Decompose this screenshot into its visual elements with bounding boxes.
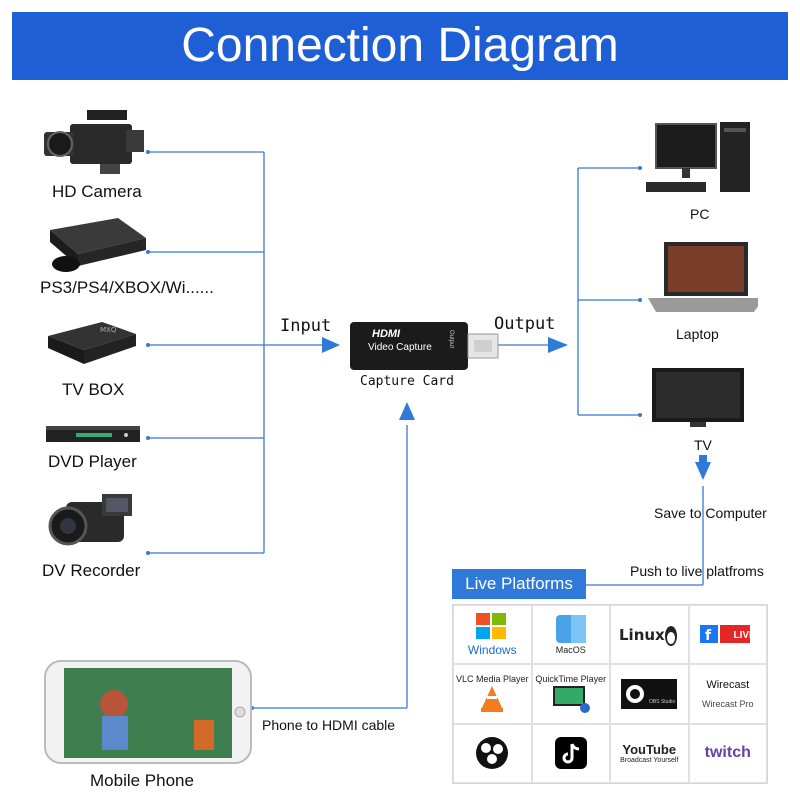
phone-label: Mobile Phone [90, 771, 194, 790]
capture-card-device: HDMI Video Capture Output [350, 316, 500, 377]
tv-down-arrow [695, 462, 711, 480]
capture-card-label: Capture Card [360, 374, 454, 389]
title-bar [12, 12, 788, 80]
output-label-laptop: Laptop [676, 326, 719, 342]
output-label-tv: TV [694, 437, 712, 453]
wirecast-icon: Wirecast Wirecast Pro [688, 664, 767, 724]
laptop-icon [646, 240, 764, 319]
phone-arrow [399, 402, 415, 420]
input-label-console: PS3/PS4/XBOX/Wi...... [40, 278, 214, 297]
title-banner: Connection Diagram [0, 0, 800, 82]
tv-icon [650, 366, 746, 433]
game-console-icon [44, 214, 148, 281]
input-label-camera: HD Camera [52, 182, 142, 201]
platforms-grid: Windows MacOS Linux f LIVE VLC Media Pla… [452, 604, 768, 784]
live-platforms-tab: Live Platforms [452, 569, 586, 599]
save-label: Save to Computer [654, 505, 767, 521]
input-label: Input [280, 316, 332, 336]
camcorder-icon [46, 492, 138, 561]
facebook-live-icon: f LIVE [688, 605, 767, 665]
obs-icon [453, 723, 532, 783]
pc-icon [644, 118, 756, 203]
camera-icon [42, 106, 150, 181]
obs-studio-icon: OBS Studio [610, 664, 689, 724]
output-label-pc: PC [690, 206, 710, 222]
output-arrow [548, 337, 568, 353]
youtube-icon: YouTube Broadcast Yourself [610, 723, 689, 783]
tiktok-icon [531, 723, 610, 783]
input-label-dvd: DVD Player [48, 452, 137, 471]
capture-card-side-text: Output [448, 330, 454, 349]
page-title: Connection Diagram [181, 19, 619, 72]
twitch-icon: twitch [688, 723, 767, 783]
svg-text:f: f [705, 628, 712, 644]
windows-icon: Windows [453, 605, 532, 665]
linux-icon: Linux [610, 605, 689, 665]
input-arrow [322, 337, 340, 353]
macos-icon: MacOS [531, 605, 610, 665]
input-label-tvbox: TV BOX [62, 380, 125, 399]
push-label: Push to live platfroms [630, 563, 764, 579]
vlc-icon: VLC Media Player [453, 664, 532, 724]
svg-text:MXQ: MXQ [100, 326, 117, 334]
phone-cable-label: Phone to HDMI cable [262, 717, 396, 733]
input-label-dv: DV Recorder [42, 561, 141, 580]
dvd-player-icon [46, 424, 142, 451]
tv-box-icon: MXQ [44, 318, 140, 373]
mobile-phone-icon [44, 660, 252, 771]
capture-card-hdmi-text: HDMI [372, 328, 401, 340]
quicktime-icon: QuickTime Player [531, 664, 610, 724]
svg-text:Linux: Linux [619, 626, 665, 644]
capture-card-subtext: Video Capture [368, 342, 432, 353]
output-label: Output [494, 314, 556, 334]
